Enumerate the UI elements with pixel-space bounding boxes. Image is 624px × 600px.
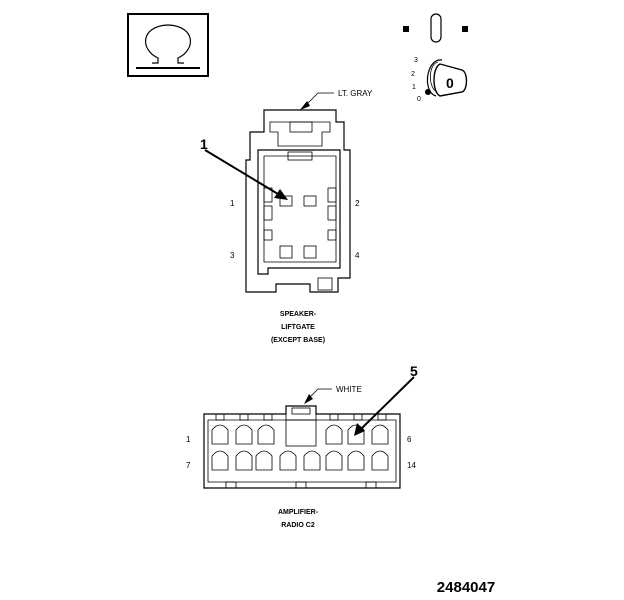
amplifier-cavity — [325, 450, 343, 471]
figure-number: 2484047 — [437, 579, 495, 596]
key-position-0: 0 — [417, 96, 421, 103]
amplifier-cavity — [279, 450, 297, 471]
callout-1: 1 — [200, 136, 288, 200]
key-switch-icon: 3 2 1 0 0 — [403, 13, 468, 103]
amplifier-cavity — [325, 424, 343, 445]
callout-5: 5 — [354, 363, 418, 436]
speaker-cavity-4 — [303, 245, 317, 259]
callout-1-number: 1 — [200, 136, 208, 152]
amplifier-cavity — [371, 424, 389, 445]
key-label: 0 — [446, 75, 454, 91]
speaker-pin-1: 1 — [230, 199, 235, 208]
speaker-pin-4: 4 — [355, 251, 360, 260]
amplifier-wire-color: WHITE — [336, 385, 362, 394]
speaker-pin-3: 3 — [230, 251, 235, 260]
speaker-caption-line-1: SPEAKER- — [280, 311, 317, 318]
amplifier-connector: WHITE — [186, 385, 416, 529]
amplifier-pin-14: 14 — [407, 461, 416, 470]
amplifier-pin-6: 6 — [407, 435, 412, 444]
amplifier-cavity — [257, 424, 275, 445]
key-position-3: 3 — [414, 57, 418, 64]
amplifier-caption-line-1: AMPLIFIER- — [278, 509, 319, 516]
amplifier-pin-1: 1 — [186, 435, 191, 444]
speaker-pin-2: 2 — [355, 199, 360, 208]
speaker-wire-color: LT. GRAY — [338, 89, 373, 98]
amplifier-cavity — [255, 450, 273, 471]
amplifier-lower-row — [211, 450, 389, 471]
ohm-icon — [127, 13, 209, 77]
amplifier-cavity — [211, 450, 229, 471]
speaker-cavity-1 — [279, 195, 293, 207]
amplifier-cavity — [347, 450, 365, 471]
callout-5-number: 5 — [410, 363, 418, 379]
key-position-2: 2 — [411, 71, 415, 78]
amplifier-cavity — [211, 424, 229, 445]
amplifier-cavity — [235, 450, 253, 471]
speaker-caption-line-3: (EXCEPT BASE) — [271, 337, 325, 344]
speaker-cavity-3 — [279, 245, 293, 259]
amplifier-pin-7: 7 — [186, 461, 191, 470]
amplifier-cavity — [371, 450, 389, 471]
speaker-caption-line-2: LIFTGATE — [281, 324, 315, 331]
speaker-cavity-2 — [303, 195, 317, 207]
amplifier-cavity — [303, 450, 321, 471]
amplifier-cavity — [235, 424, 253, 445]
speaker-connector: LT. GRAY 1 2 3 4 SPEAKER- LIFTGATE — [230, 89, 373, 344]
key-position-1: 1 — [412, 84, 416, 91]
amplifier-caption-line-2: RADIO C2 — [281, 522, 315, 529]
